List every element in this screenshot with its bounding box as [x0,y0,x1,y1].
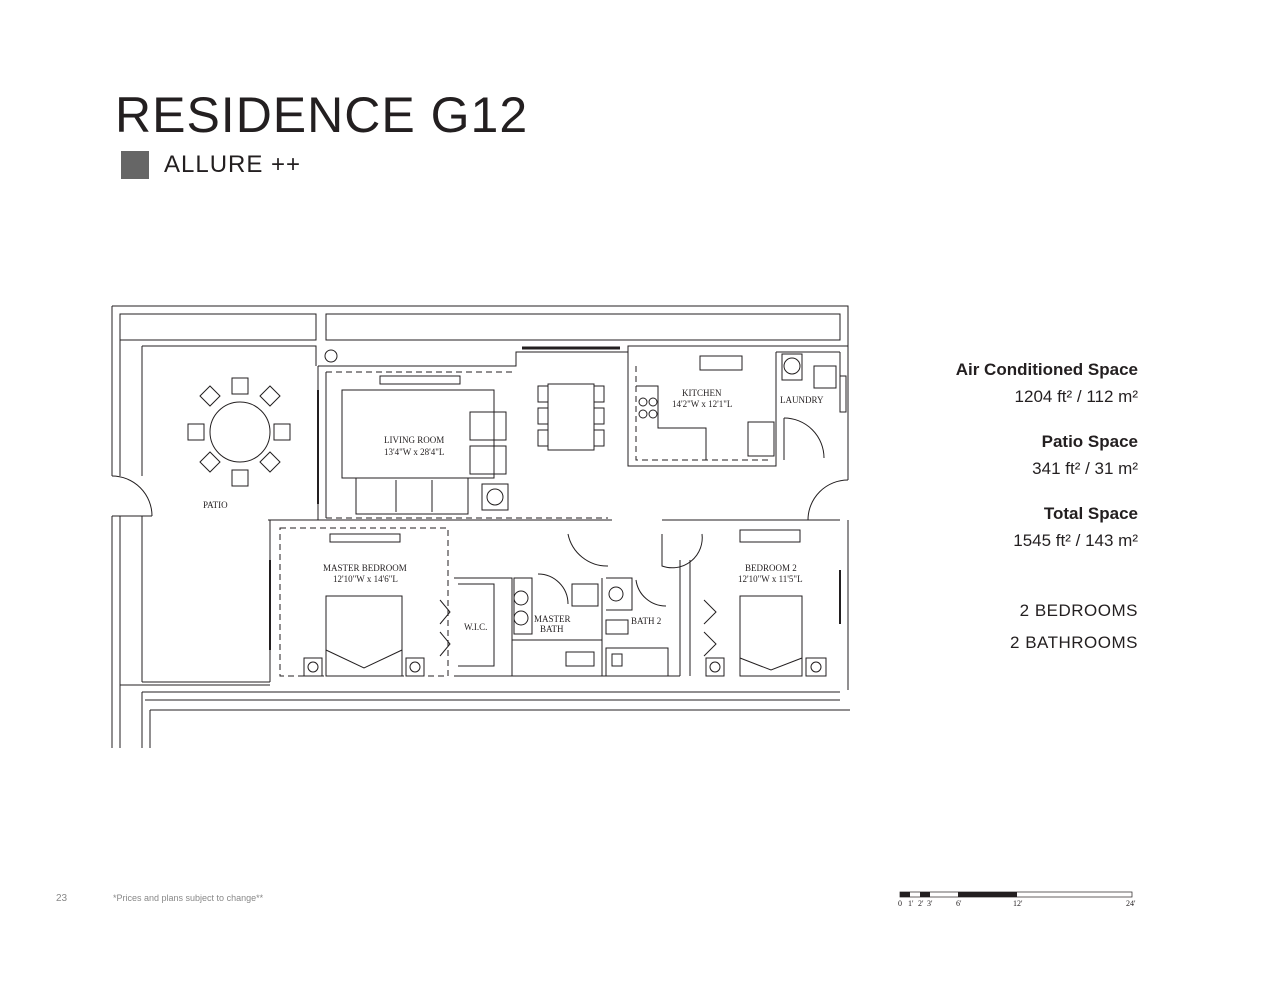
page-number: 23 [56,893,68,904]
spec-label: Patio Space [1041,432,1138,451]
master-bedroom-dims: 12'10"W x 14'6"L [333,574,398,584]
scale-label-12: 12' [1013,899,1023,908]
patio-label: PATIO [203,500,228,510]
spec-patio-space: Patio Space 341 ft² / 31 m² [778,430,1138,480]
spec-label: Total Space [1043,504,1138,523]
collection-label: ALLURE ++ [164,151,302,178]
collection-badge: ALLURE ++ [121,151,301,179]
kitchen-label: KITCHEN [682,388,722,398]
master-bedroom-label: MASTER BEDROOM [323,563,407,573]
scale-label-6: 6' [956,899,962,908]
spec-total-space: Total Space 1545 ft² / 143 m² [778,502,1138,552]
page-title: RESIDENCE G12 [115,87,529,143]
master-bath-label-1: MASTER [534,614,571,624]
laundry-label: LAUNDRY [780,395,824,405]
spec-value: 341 ft² / 31 m² [1032,459,1138,478]
spec-value: 1204 ft² / 112 m² [1014,387,1138,406]
bedroom-2-label: BEDROOM 2 [745,563,797,573]
spec-ac-space: Air Conditioned Space 1204 ft² / 112 m² [778,358,1138,408]
bedrooms-count: 2 BEDROOMS [1019,601,1138,620]
disclaimer: *Prices and plans subject to change** [113,893,264,903]
living-room-label: LIVING ROOM [384,435,444,445]
kitchen-dims: 14'2"W x 12'1"L [672,399,732,409]
scale-label-0: 0 [898,899,902,908]
bedroom-2-dims: 12'10"W x 11'5"L [738,574,803,584]
master-bath-label-2: BATH [540,624,564,634]
living-room-dims: 13'4"W x 28'4"L [384,447,444,457]
scale-label-24: 24' [1126,899,1136,908]
scale-label-2: 2' [918,899,924,908]
bath-2-label: BATH 2 [631,616,661,626]
bathrooms-count: 2 BATHROOMS [1010,633,1138,652]
spec-label: Air Conditioned Space [955,360,1138,379]
wic-label: W.I.C. [464,622,487,632]
specs-panel: Air Conditioned Space 1204 ft² / 112 m² … [778,358,1138,659]
rooms-summary: 2 BEDROOMS 2 BATHROOMS [778,595,1138,659]
scale-label-1: 1' [908,899,914,908]
scale-label-3: 3' [927,899,933,908]
collection-swatch [121,151,149,179]
spec-value: 1545 ft² / 143 m² [1013,531,1138,550]
scale-bar: 0 1' 2' 3' 6' 12' 24' [898,891,1136,908]
